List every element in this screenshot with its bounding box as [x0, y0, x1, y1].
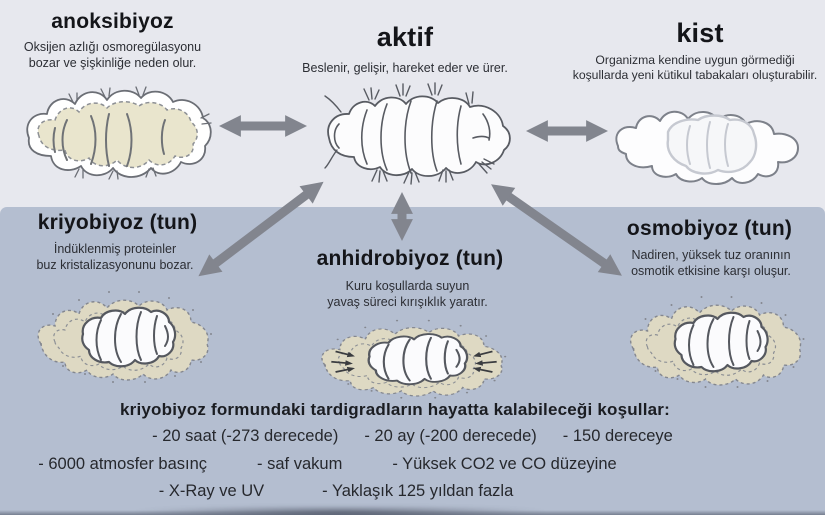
aktif-title: aktif	[376, 22, 434, 52]
anhidrobiyoz-description: Kuru koşullarda suyun yavaş süreci kırış…	[327, 279, 488, 309]
shrink-arrows	[331, 350, 497, 373]
condition-item: - X-Ray ve UV	[158, 482, 265, 500]
osmobiyoz-title: osmobiyoz (tun)	[626, 217, 793, 240]
bottom-edge-line	[0, 510, 825, 515]
condition-item: - 20 ay (-200 derecede)	[364, 427, 537, 445]
aktif-description: Beslenir, gelişir, hareket eder ve ürer.	[302, 61, 508, 75]
kriyobiyoz-illustration	[37, 289, 214, 385]
osmobiyoz-illustration	[629, 294, 806, 390]
condition-item: - Yaklaşık 125 yıldan fazla	[322, 482, 514, 500]
condition-item: - 150 dereceye	[562, 427, 673, 445]
condition-item: - 6000 atmosfer basınç	[38, 455, 208, 473]
kriyobiyoz-title: kriyobiyoz (tun)	[37, 211, 198, 234]
kist-illustration	[615, 110, 799, 185]
conditions-row-3: - X-Ray ve UV - Yaklaşık 125 yıldan fazl…	[0, 482, 672, 501]
conditions-heading: kriyobiyoz formundaki tardigradların hay…	[119, 400, 670, 419]
condition-item: - 20 saat (-273 derecede)	[152, 427, 339, 445]
aktif-illustration	[324, 82, 511, 185]
anoksibiyoz-description: Oksijen azlığı osmoregülasyonu bozar ve …	[23, 40, 202, 70]
condition-item: - Yüksek CO2 ve CO düzeyine	[392, 455, 617, 473]
conditions-row-2: - 6000 atmosfer basınç - saf vakum - Yük…	[0, 455, 655, 474]
anhidrobiyoz-illustration	[320, 318, 508, 400]
conditions-row-1: - 20 saat (-273 derecede) - 20 ay (-200 …	[0, 427, 825, 446]
kist-title: kist	[676, 18, 724, 48]
condition-item: - saf vakum	[257, 455, 343, 473]
kist-description: Organizma kendine uygun görmediği koşull…	[572, 53, 818, 83]
anoksibiyoz-title: anoksibiyoz	[51, 10, 174, 33]
osmobiyoz-description: Nadiren, yüksek tuz oranının osmotik etk…	[631, 248, 791, 278]
anhidrobiyoz-title: anhidrobiyoz (tun)	[316, 247, 504, 270]
bottom-shadow	[130, 506, 550, 515]
anoksibiyoz-illustration	[26, 86, 212, 180]
kriyobiyoz-description: İndüklenmiş proteinler buz kristalizasyo…	[36, 242, 194, 272]
